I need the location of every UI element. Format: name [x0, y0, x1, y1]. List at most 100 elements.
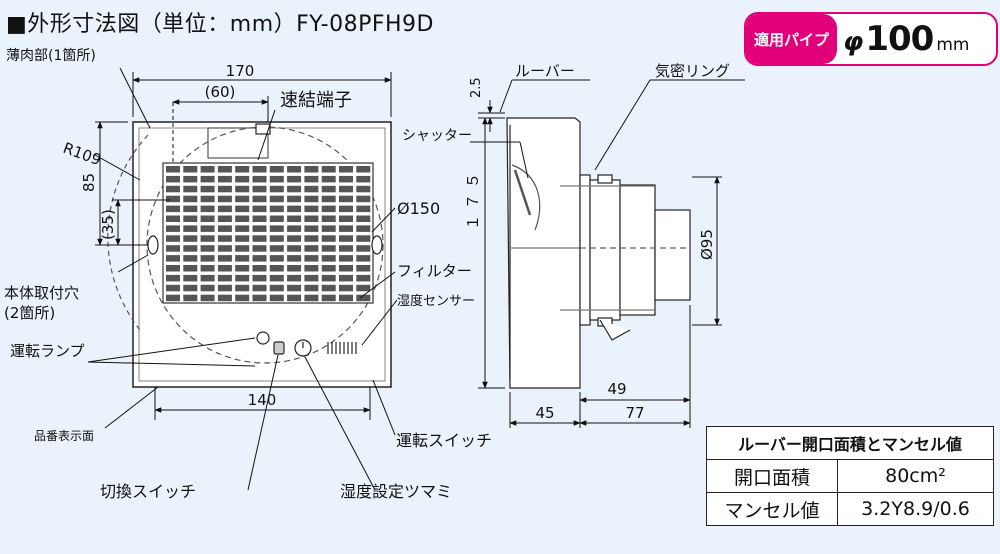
- grille-slot: [321, 274, 336, 282]
- label-dia150: Ø150: [397, 199, 440, 218]
- grille-slot: [183, 284, 198, 292]
- grille: [162, 162, 374, 304]
- mounting-hole-left: [147, 235, 159, 255]
- grille-slot: [183, 185, 198, 193]
- grille-slot: [339, 166, 353, 173]
- grille-slot: [356, 255, 371, 262]
- motor-housing: [589, 179, 621, 321]
- grille-slot: [235, 255, 250, 262]
- grille-slot: [252, 245, 267, 252]
- dim-45: 45: [535, 404, 554, 422]
- grille-slot: [217, 185, 232, 193]
- grille-slot: [321, 294, 336, 302]
- grille-slot: [252, 225, 267, 232]
- grille-slot: [235, 166, 250, 173]
- selector-switch-shape: [273, 341, 285, 355]
- grille-slot: [321, 284, 336, 292]
- grille-slot: [166, 205, 180, 213]
- grille-slot: [183, 205, 198, 213]
- grille-slot: [287, 294, 302, 302]
- grille-slot: [356, 294, 371, 302]
- pipe-badge-value: φ 100 mm: [837, 19, 969, 59]
- grille-slot: [321, 235, 336, 242]
- dim-175: １７５: [464, 167, 482, 230]
- grille-slot: [217, 225, 232, 232]
- label-filter: フィルター: [397, 262, 472, 280]
- pipe-diameter: 100: [865, 19, 934, 59]
- label-mounting-hole: 本体取付穴: [4, 284, 79, 302]
- label-shutter: シャッター: [402, 128, 472, 144]
- grille-slot: [356, 265, 371, 272]
- grille-slot: [252, 274, 267, 282]
- grille-slots: [166, 166, 371, 302]
- grille-slot: [235, 265, 250, 272]
- grille-slot: [166, 215, 180, 222]
- grille-slot: [252, 185, 267, 193]
- grille-slot: [287, 265, 302, 272]
- grille-slot: [287, 166, 302, 173]
- spec-value-munsell: 3.2Y8.9/0.6: [837, 492, 994, 526]
- grille-slot: [217, 215, 232, 222]
- grille-slot: [287, 245, 302, 252]
- table-row: マンセル値 3.2Y8.9/0.6: [706, 492, 994, 526]
- label-dia95: Ø95: [698, 229, 716, 260]
- grille-slot: [235, 195, 250, 203]
- grille-slot: [356, 205, 371, 213]
- grille-slot: [200, 195, 215, 203]
- grille-slot: [287, 195, 302, 203]
- grille-slot: [183, 215, 198, 222]
- grille-slot: [269, 225, 284, 232]
- grille-slot: [269, 274, 284, 282]
- dim-85: 85: [80, 173, 98, 192]
- grille-slot: [321, 265, 336, 272]
- table-row: 開口面積 80cm²: [706, 459, 994, 493]
- louver-body: [506, 117, 581, 389]
- grille-slot: [356, 175, 371, 183]
- pipe-badge-label: 適用パイプ: [746, 14, 838, 64]
- grille-slot: [183, 225, 198, 232]
- grille-slot: [217, 195, 232, 203]
- grille-slot: [287, 235, 302, 242]
- grille-slot: [235, 294, 250, 302]
- dim-49: 49: [607, 380, 626, 398]
- dim-170: 170: [226, 62, 255, 80]
- label-run-switch: 運転スイッチ: [396, 431, 492, 450]
- grille-slot: [183, 294, 198, 302]
- grille-slot: [356, 245, 371, 252]
- grille-slot: [252, 255, 267, 262]
- grille-slot: [252, 215, 267, 222]
- grille-slot: [321, 175, 336, 183]
- mounting-hole-right: [371, 235, 383, 255]
- grille-slot: [200, 175, 215, 183]
- grille-slot: [235, 245, 250, 252]
- grille-slot: [166, 185, 180, 193]
- grille-slot: [339, 245, 353, 252]
- label-run-lamp: 運転ランプ: [10, 342, 85, 360]
- label-thin-part: 薄肉部(1箇所): [6, 47, 96, 64]
- grille-slot: [183, 235, 198, 242]
- spec-table-header: ルーバー開口面積とマンセル値: [706, 426, 994, 460]
- grille-slot: [217, 255, 232, 262]
- grille-slot: [304, 294, 319, 302]
- grille-slot: [339, 235, 353, 242]
- grille-slot: [356, 235, 371, 242]
- grille-slot: [321, 185, 336, 193]
- grille-slot: [235, 175, 250, 183]
- grille-slot: [287, 185, 302, 193]
- grille-slot: [217, 245, 232, 252]
- run-lamp-indicator: [256, 331, 270, 345]
- grille-slot: [356, 195, 371, 203]
- grille-slot: [339, 215, 353, 222]
- grille-slot: [252, 166, 267, 173]
- grille-slot: [356, 284, 371, 292]
- grille-slot: [252, 294, 267, 302]
- grille-slot: [217, 175, 232, 183]
- grille-slot: [287, 205, 302, 213]
- grille-slot: [339, 265, 353, 272]
- dim-60: (60): [205, 83, 236, 101]
- page-title: ■外形寸法図（単位：mm）FY-08PFH9D: [6, 12, 434, 37]
- spec-value-opening-area: 80cm²: [837, 459, 994, 493]
- duct-adapter: [654, 209, 691, 301]
- grille-slot: [183, 274, 198, 282]
